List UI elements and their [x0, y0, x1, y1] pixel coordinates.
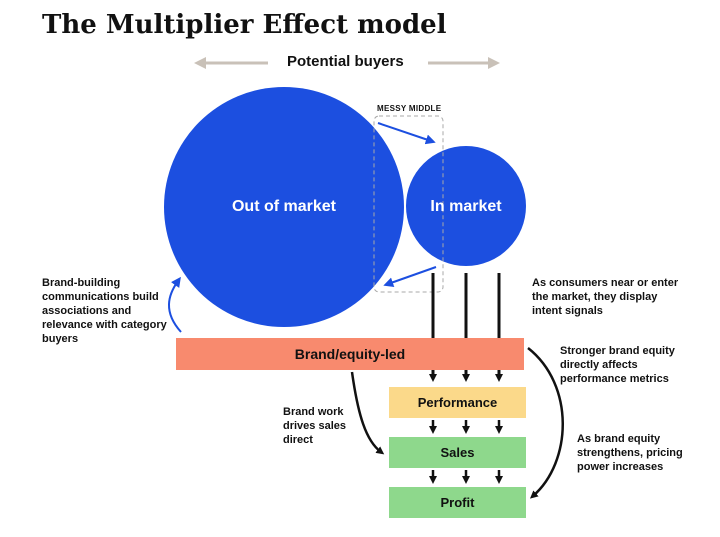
messy-middle-label: MESSY MIDDLE	[377, 104, 442, 113]
brand-building-note: Brand-building communications build asso…	[42, 277, 167, 345]
in-market-label: In market	[430, 198, 502, 215]
in-market-circle	[406, 146, 526, 266]
brand-equity-bar: Brand/equity-led	[176, 338, 524, 370]
stronger-equity-note: Stronger brand equity directly affects p…	[560, 345, 675, 385]
out-of-market-label: Out of market	[232, 198, 337, 215]
page-title: The Multiplier Effect model	[42, 10, 447, 40]
intent-signals-note: As consumers near or enter the market, t…	[532, 277, 679, 317]
out-of-market-circle	[164, 87, 404, 327]
pricing-power-note: As brand equity strengthens, pricing pow…	[577, 433, 683, 473]
brand-building-arrow	[168, 276, 182, 333]
pricing-power-arrow	[527, 347, 564, 499]
brand-work-arrow	[350, 371, 385, 455]
sales-box: Sales	[389, 437, 526, 468]
brand-work-note: Brand work drives sales direct	[283, 406, 346, 446]
arrow-to-in-market	[377, 122, 436, 145]
arrow-to-out-of-market	[383, 266, 437, 288]
profit-box: Profit	[389, 487, 526, 518]
performance-box: Performance	[389, 387, 526, 418]
messy-middle-box	[373, 115, 444, 293]
potential-buyers-label: Potential buyers	[287, 53, 404, 70]
